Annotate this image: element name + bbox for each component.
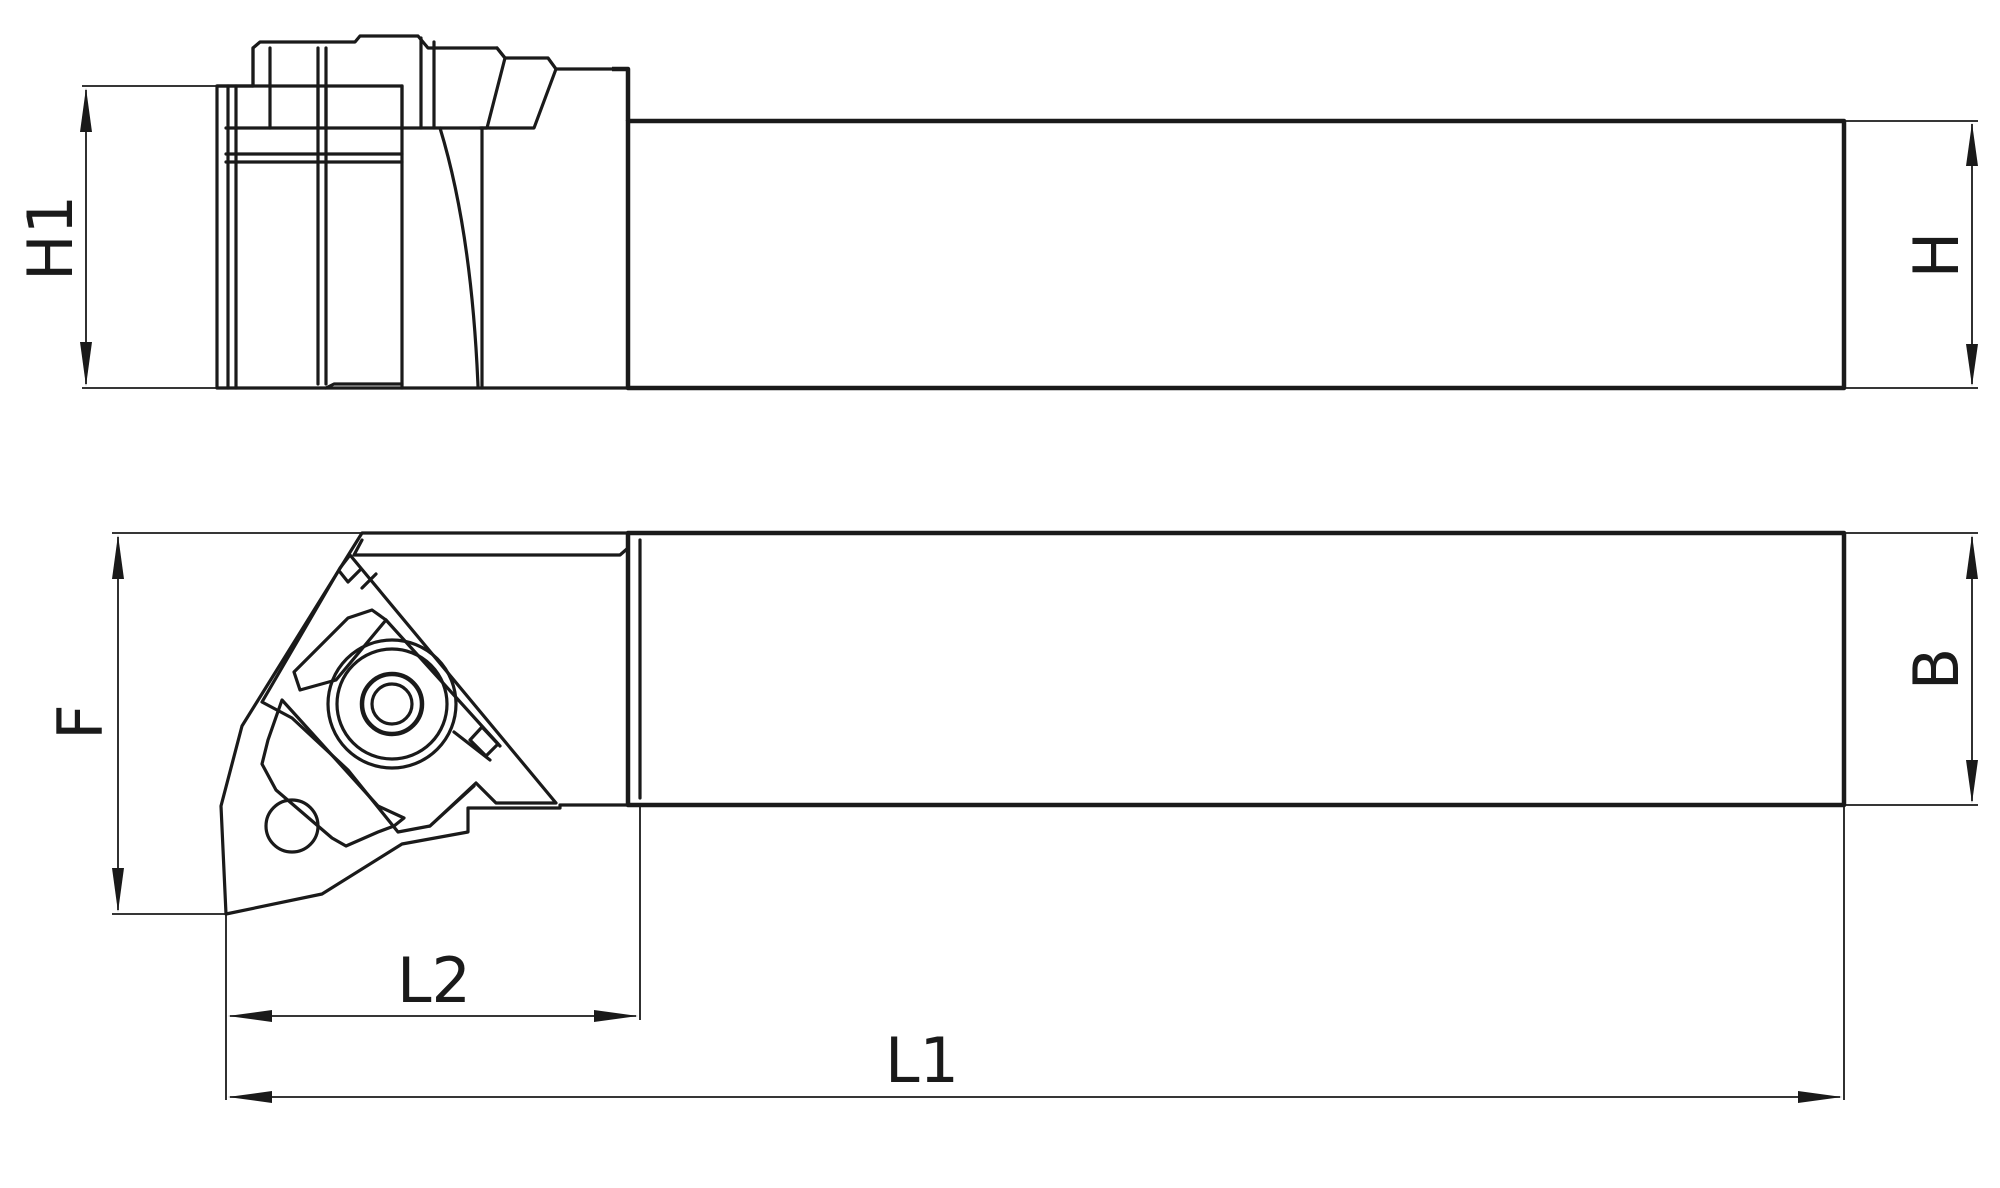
l1-label: L1: [885, 1024, 959, 1097]
pin-hole: [264, 798, 320, 854]
insert-clamp-plate: [260, 698, 406, 848]
f-arrow-top: [112, 535, 124, 579]
clamp-screw-outer: [326, 638, 458, 770]
top-head-outline: [219, 531, 630, 916]
h1-arrow-bottom: [80, 342, 92, 386]
side-shank-step: [612, 66, 631, 121]
l2-label: L2: [397, 944, 471, 1017]
side-view: [215, 34, 1847, 391]
h1-label: H1: [14, 195, 87, 281]
b-label: B: [1900, 648, 1973, 691]
top-shank: [625, 530, 1847, 808]
clamp-screw-head: [359, 671, 425, 737]
f-arrow-bottom: [112, 868, 124, 912]
l2-arrow-left: [228, 1010, 272, 1022]
b-arrow-bottom: [1966, 760, 1978, 803]
f-label: F: [44, 704, 117, 740]
dimensions: H1 H F B L2 L1: [14, 85, 1978, 1103]
h1-arrow-top: [80, 88, 92, 132]
side-clamp: [478, 46, 558, 130]
side-curve: [438, 126, 480, 388]
top-view: [219, 530, 1847, 916]
insert-triangle: [260, 553, 558, 834]
h-label: H: [1900, 232, 1973, 279]
clamp-screw-ring: [335, 647, 449, 761]
side-shank: [625, 118, 1847, 391]
h-arrow-bottom: [1966, 344, 1978, 386]
h-arrow-top: [1966, 123, 1978, 166]
l1-arrow-right: [1798, 1091, 1842, 1103]
insert-edge: [338, 568, 362, 584]
b-arrow-top: [1966, 535, 1978, 579]
l2-arrow-right: [594, 1010, 638, 1022]
side-bottom-step: [324, 382, 404, 390]
clamp-screw-hex: [370, 682, 414, 726]
top-head-inner-top: [352, 538, 630, 557]
l1-arrow-left: [228, 1091, 272, 1103]
